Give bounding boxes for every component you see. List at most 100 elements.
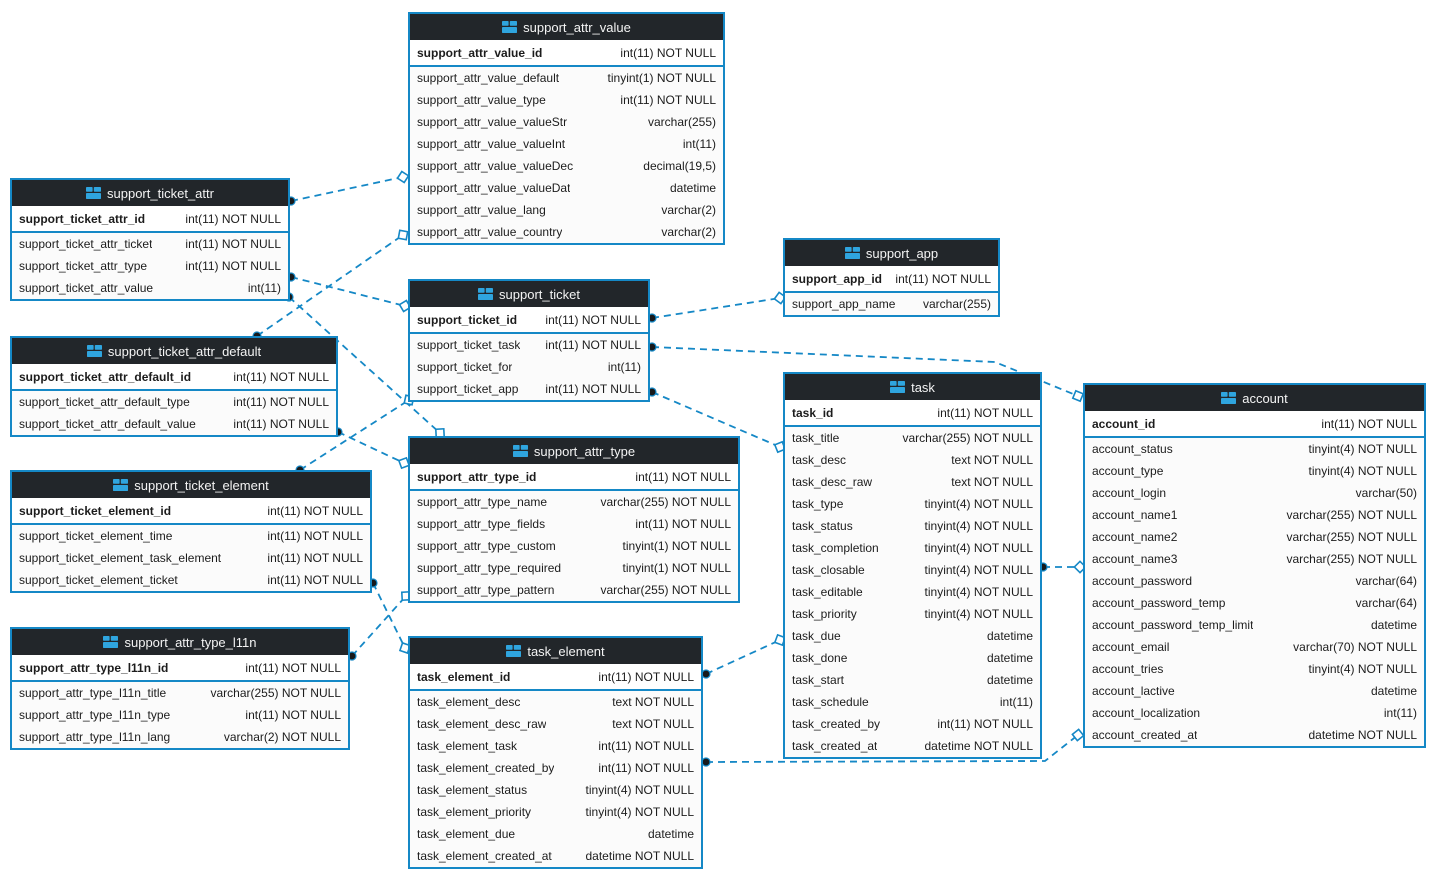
table-title-bar[interactable]: task_element: [410, 638, 701, 664]
column-name: task_element_task: [417, 739, 518, 753]
column-type: tinyint(4) NOT NULL: [1308, 464, 1417, 478]
column-type: text NOT NULL: [612, 717, 694, 731]
column-type: tinyint(4) NOT NULL: [924, 497, 1033, 511]
column-name: task_desc_raw: [792, 475, 873, 489]
column-type: int(11): [999, 695, 1033, 709]
column-name: task_completion: [792, 541, 879, 555]
column-name: support_attr_value_valueDec: [417, 159, 574, 173]
connector-diamond-endpoint: [397, 456, 411, 470]
table-title-bar[interactable]: support_ticket: [410, 281, 648, 307]
column-type: text NOT NULL: [612, 695, 694, 709]
column-name: support_ticket_attr_default_type: [19, 395, 190, 409]
column-type: datetime: [986, 673, 1033, 687]
relationship-support_ticket_element-to-task_element[interactable]: [368, 578, 412, 655]
column-name: task_status: [792, 519, 853, 533]
column-row: support_ticket_attr_ticket int(11) NOT NU…: [12, 233, 288, 255]
column-name: account_id: [1092, 416, 1156, 431]
column-type: varchar(255): [922, 297, 991, 311]
column-type: int(11) NOT NULL: [185, 237, 281, 251]
relationship-support_ticket_attr-to-support_attr_value[interactable]: [286, 170, 410, 206]
table-title-bar[interactable]: support_attr_value: [410, 14, 723, 40]
column-name: support_attr_value_valueDat: [417, 181, 571, 195]
column-type: int(11) NOT NULL: [245, 660, 341, 675]
table-title-bar[interactable]: account: [1085, 385, 1424, 411]
table-grid-icon: [1221, 392, 1237, 404]
column-type: varchar(2): [661, 225, 716, 239]
connector-square-endpoint: [1071, 389, 1085, 403]
column-name: support_ticket_app: [417, 382, 519, 396]
table-name: support_app: [865, 245, 939, 261]
column-type: tinyint(4) NOT NULL: [924, 585, 1033, 599]
column-name: account_localization: [1092, 706, 1201, 720]
column-name: support_ticket_attr_ticket: [19, 237, 153, 251]
column-type: tinyint(4) NOT NULL: [924, 607, 1033, 621]
column-row: support_ticket_app int(11) NOT NULL: [410, 378, 648, 400]
table-title-bar[interactable]: support_ticket_element: [12, 472, 370, 498]
column-name: support_attr_type_pattern: [417, 583, 555, 597]
column-type: varchar(255) NOT NULL: [210, 686, 342, 700]
table-task_element[interactable]: task_element task_element_id int(11) NOT N…: [408, 636, 703, 869]
connector-diamond-endpoint: [1073, 560, 1087, 574]
relationship-support_ticket-to-account[interactable]: [647, 342, 1085, 403]
table-support_ticket_attr[interactable]: support_ticket_attr support_ticket_attr_i…: [10, 178, 290, 301]
relationship-support_ticket_attr_default-to-support_attr_type[interactable]: [333, 427, 411, 470]
column-type: int(11) NOT NULL: [245, 708, 341, 722]
table-title-bar[interactable]: task: [785, 374, 1040, 400]
relationship-support_ticket_attr-to-support_ticket[interactable]: [286, 272, 412, 313]
relationship-support_ticket-to-support_app[interactable]: [647, 291, 787, 323]
table-name: support_ticket_attr: [107, 185, 214, 201]
column-type: int(11) NOT NULL: [598, 669, 694, 684]
table-title-bar[interactable]: support_app: [785, 240, 998, 266]
column-type: varchar(255) NOT NULL: [600, 495, 732, 509]
table-name: support_ticket: [499, 286, 580, 302]
table-grid-icon: [506, 645, 522, 657]
column-type: varchar(64): [1355, 574, 1417, 588]
column-type: tinyint(4) NOT NULL: [1308, 662, 1417, 676]
column-name: support_attr_type_l11n_lang: [19, 730, 171, 744]
column-name: task_done: [792, 651, 848, 665]
column-name: task_element_id: [417, 669, 511, 684]
table-title-bar[interactable]: support_attr_type: [410, 438, 738, 464]
column-name: support_ticket_attr_id: [19, 211, 146, 226]
table-support_attr_type_l11n[interactable]: support_attr_type_l11n support_attr_type_…: [10, 627, 350, 750]
relationship-task_element-to-task[interactable]: [701, 633, 787, 679]
column-name: task_start: [792, 673, 845, 687]
column-name: support_attr_value_valueInt: [417, 137, 566, 151]
table-grid-icon: [890, 381, 906, 393]
relationship-task-to-account[interactable]: [1038, 560, 1087, 574]
column-type: int(11) NOT NULL: [267, 529, 363, 543]
table-title-bar[interactable]: support_attr_type_l11n: [12, 629, 348, 655]
table-title-bar[interactable]: support_ticket_attr_default: [12, 338, 336, 364]
table-name: support_attr_type_l11n: [124, 634, 257, 650]
table-title-bar[interactable]: support_ticket_attr: [12, 180, 288, 206]
table-support_ticket_attr_default[interactable]: support_ticket_attr_default support_ticke…: [10, 336, 338, 437]
column-type: int(11) NOT NULL: [545, 382, 641, 396]
relationship-task_element-to-account[interactable]: [701, 728, 1085, 767]
